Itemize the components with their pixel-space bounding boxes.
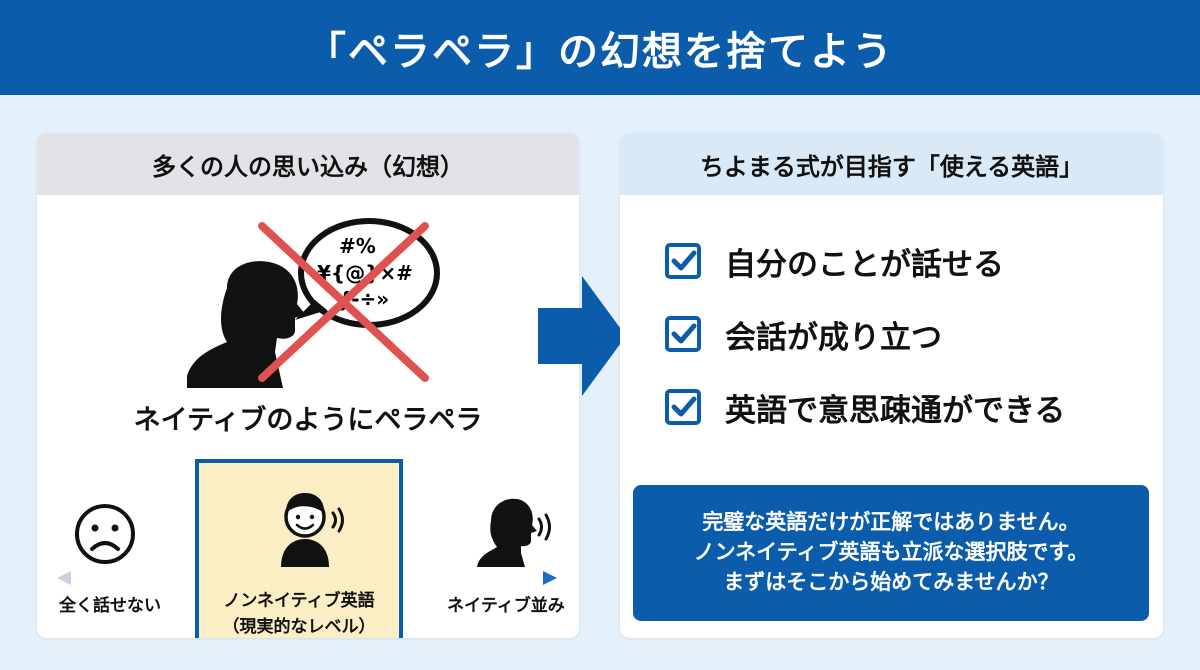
message-line: 完璧な英語だけが正解ではありません。 (702, 510, 1080, 535)
checklist-item-label: 英語で意思疎通ができる (725, 392, 1066, 429)
scale-mid-label-line2: （現実的なレベル） (222, 616, 376, 637)
illusion-panel: 多くの人の思い込み（幻想） #% ¥{@}×# ∫-÷» ネイティブのようにペラ… (37, 133, 579, 638)
scale-mid-label-line1: ノンネイティブ英語 (223, 591, 375, 611)
fluency-scale: 全く話せない ノンネイティブ英語 （現実的なレベル） ネイティブ並み (37, 459, 579, 638)
message-line: まずはそこから始めてみませんか？ (723, 569, 1059, 594)
checkbox-checked-icon (665, 316, 701, 352)
checkbox-checked-icon (665, 389, 701, 425)
goal-heading: ちよまる式が目指す「使える英語」 (620, 133, 1163, 195)
illusion-caption: ネイティブのようにペラペラ (133, 405, 483, 436)
scale-high-label: ネイティブ並み (447, 596, 565, 616)
illusion-heading: 多くの人の思い込み（幻想） (37, 133, 579, 195)
checklist-item-label: 自分のことが話せる (725, 246, 1004, 283)
checklist-item: 英語で意思疎通ができる (665, 387, 1066, 429)
page-title: 「ペラペラ」の幻想を捨てよう (0, 0, 1200, 95)
native-speaker-icon (477, 498, 551, 567)
scale-low-label: 全く話せない (59, 596, 161, 616)
message-line: ノンネイティブ英語も立派な選択肢です。 (693, 540, 1089, 565)
checkbox-checked-icon (665, 243, 701, 279)
goal-panel: ちよまる式が目指す「使える英語」 自分のことが話せる 会話が成り立つ 英語で意思… (620, 133, 1163, 638)
transition-arrow (538, 276, 626, 396)
speaking-person-icon (187, 261, 305, 388)
checklist-item: 会話が成り立つ (665, 314, 942, 356)
scale-mid-label: ノンネイティブ英語 （現実的なレベル） (199, 589, 399, 638)
cross-out-icon (258, 222, 429, 382)
encouragement-message: 完璧な英語だけが正解ではありません。 ノンネイティブ英語も立派な選択肢です。 ま… (633, 485, 1149, 621)
speech-symbols-1: #% (339, 234, 376, 258)
smiling-speaker-icon (281, 493, 344, 567)
checklist-item: 自分のことが話せる (665, 241, 1004, 283)
checklist-item-label: 会話が成り立つ (725, 319, 942, 356)
fluent-speaker-illustration: #% ¥{@}×# ∫-÷» (187, 218, 440, 388)
sad-face-icon (75, 504, 135, 564)
